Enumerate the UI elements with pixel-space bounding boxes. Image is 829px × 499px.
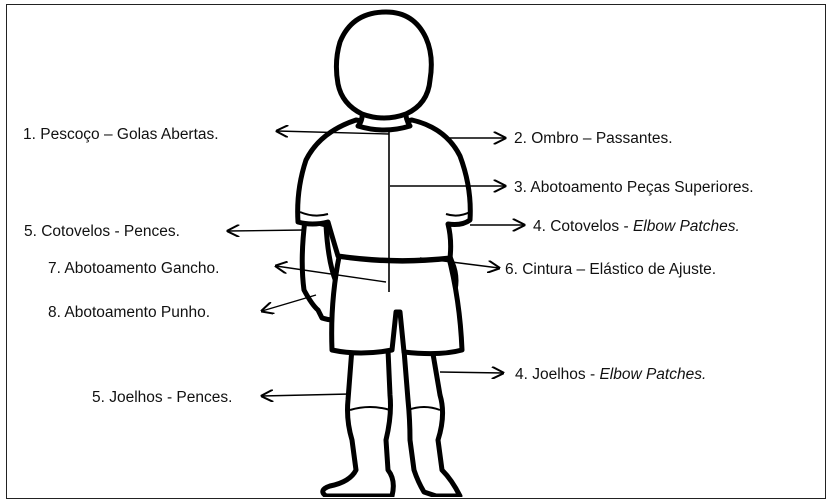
label-joelhos-elbow-patches-italic: Elbow Patches. <box>599 366 706 383</box>
right-leg <box>404 348 460 496</box>
label-cintura: 6. Cintura – Elástico de Ajuste. <box>505 261 716 278</box>
arrow-4b <box>440 372 503 373</box>
label-cotovelos-pences: 5. Cotovelos - Pences. <box>24 223 180 240</box>
label-cotovelos-elbow-patches-prefix: 4. Cotovelos - <box>533 218 633 235</box>
label-abotoamento-punho: 8. Abotoamento Punho. <box>48 304 210 321</box>
arrow-5a <box>228 230 304 231</box>
shorts <box>332 252 462 354</box>
head <box>336 12 431 118</box>
label-cotovelos-elbow-patches: 4. Cotovelos - Elbow Patches. <box>533 218 740 235</box>
arrow-5b <box>262 394 350 396</box>
label-joelhos-elbow-patches-prefix: 4. Joelhos - <box>515 366 599 383</box>
child-figure <box>298 12 471 496</box>
label-pescoco: 1. Pescoço – Golas Abertas. <box>23 126 219 143</box>
label-joelhos-pences: 5. Joelhos - Pences. <box>92 389 232 406</box>
label-cotovelos-elbow-patches-italic: Elbow Patches. <box>633 218 740 235</box>
label-ombro: 2. Ombro – Passantes. <box>514 130 673 147</box>
label-joelhos-elbow-patches: 4. Joelhos - Elbow Patches. <box>515 366 706 383</box>
label-abotoamento-pecas-superiores: 3. Abotoamento Peças Superiores. <box>514 179 754 196</box>
label-abotoamento-gancho: 7. Abotoamento Gancho. <box>48 260 219 277</box>
left-leg <box>323 348 394 496</box>
arrow-8 <box>262 295 316 311</box>
